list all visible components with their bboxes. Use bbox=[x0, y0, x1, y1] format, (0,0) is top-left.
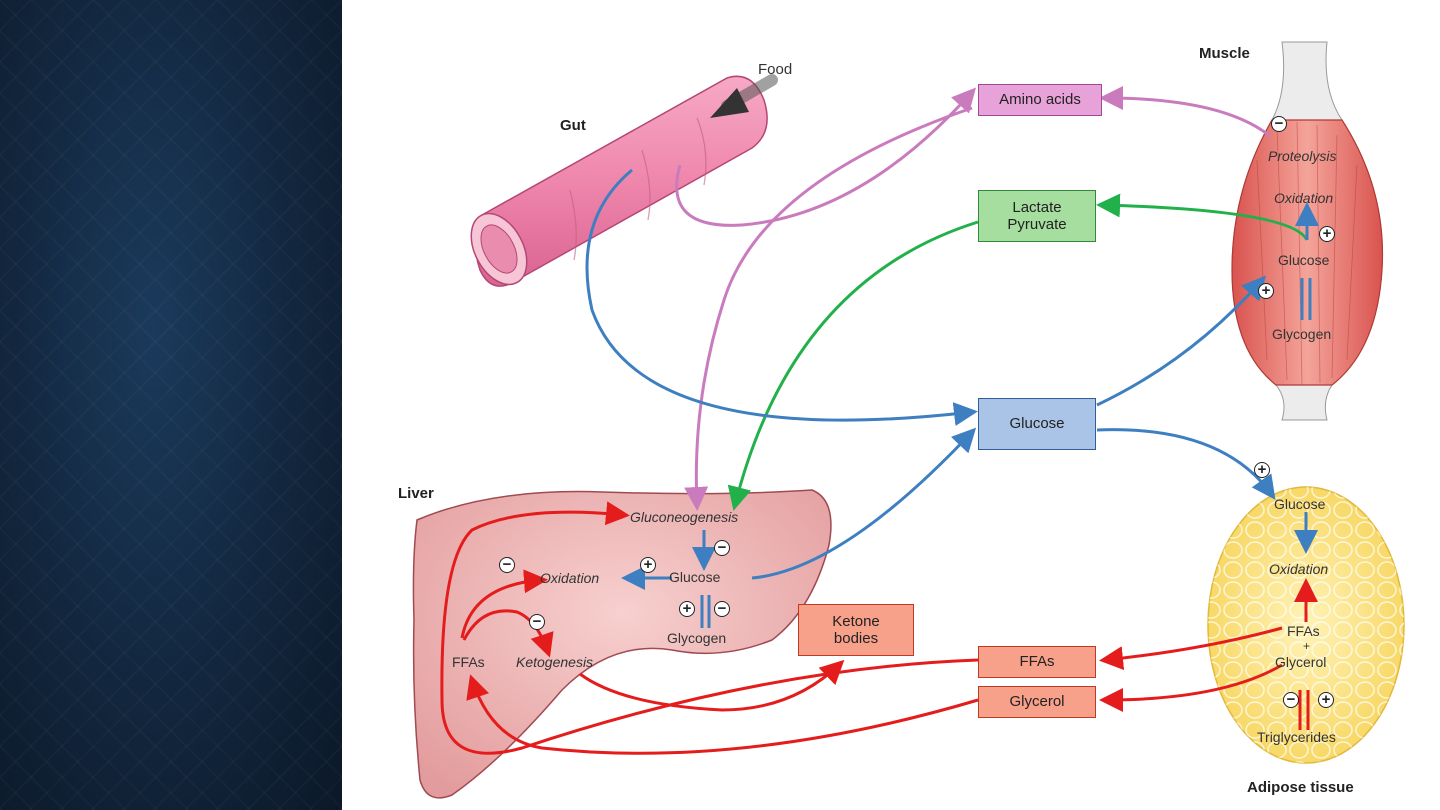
gut-label: Gut bbox=[560, 117, 586, 134]
plus-sign-icon: + bbox=[679, 601, 695, 617]
glycerol-box: Glycerol bbox=[978, 686, 1096, 718]
slide-background-panel bbox=[0, 0, 342, 810]
ketone-bodies-box: Ketone bodies bbox=[798, 604, 914, 656]
adipose-glycerol-label: Glycerol bbox=[1275, 654, 1327, 670]
muscle-proteolysis-label: Proteolysis bbox=[1268, 148, 1337, 164]
plus-sign-icon: + bbox=[640, 557, 656, 573]
plus-sign-icon: + bbox=[1318, 692, 1334, 708]
minus-sign-icon: − bbox=[499, 557, 515, 573]
liver-gluconeogenesis-label: Gluconeogenesis bbox=[630, 509, 739, 525]
adipose-triglycerides-label: Triglycerides bbox=[1257, 729, 1336, 745]
lactate-pyruvate-box: Lactate Pyruvate bbox=[978, 190, 1096, 242]
liver-glycogen-label: Glycogen bbox=[667, 630, 727, 646]
amino-acids-box: Amino acids bbox=[978, 84, 1102, 116]
fatty-acid-paths bbox=[440, 501, 1318, 755]
adipose-illustration bbox=[1207, 486, 1405, 764]
adipose-plus-label: + bbox=[1303, 639, 1311, 653]
minus-sign-icon: − bbox=[529, 614, 545, 630]
metabolism-diagram: Gut Food Muscle Liver Adipose tissue Ami… bbox=[342, 0, 1440, 810]
adipose-label: Adipose tissue bbox=[1247, 779, 1354, 796]
liver-glucose-label: Glucose bbox=[669, 569, 721, 585]
muscle-glucose-label: Glucose bbox=[1278, 252, 1330, 268]
plus-sign-icon: + bbox=[1319, 226, 1335, 242]
adipose-glucose-label: Glucose bbox=[1274, 496, 1326, 512]
plus-sign-icon: + bbox=[1254, 462, 1270, 478]
liver-oxidation-label: Oxidation bbox=[540, 570, 600, 586]
minus-sign-icon: − bbox=[1271, 116, 1287, 132]
ffas-box: FFAs bbox=[978, 646, 1096, 678]
diagram-artwork bbox=[412, 41, 1405, 799]
muscle-label: Muscle bbox=[1199, 45, 1250, 62]
liver-ketogenesis-label: Ketogenesis bbox=[516, 654, 594, 670]
adipose-oxidation-label: Oxidation bbox=[1269, 561, 1329, 577]
muscle-glycogen-label: Glycogen bbox=[1272, 326, 1332, 342]
minus-sign-icon: − bbox=[1283, 692, 1299, 708]
food-label: Food bbox=[758, 61, 793, 78]
amino-acid-paths bbox=[675, 86, 1271, 511]
plus-sign-icon: + bbox=[1258, 283, 1274, 299]
muscle-oxidation-label: Oxidation bbox=[1274, 190, 1334, 206]
minus-sign-icon: − bbox=[714, 601, 730, 617]
glucose-paths bbox=[585, 168, 1319, 628]
liver-ffas-label: FFAs bbox=[452, 654, 485, 670]
minus-sign-icon: − bbox=[714, 540, 730, 556]
glucose-box: Glucose bbox=[978, 398, 1096, 450]
adipose-ffas-label: FFAs bbox=[1287, 623, 1320, 639]
liver-label: Liver bbox=[398, 485, 434, 502]
lactate-paths bbox=[727, 193, 1309, 511]
